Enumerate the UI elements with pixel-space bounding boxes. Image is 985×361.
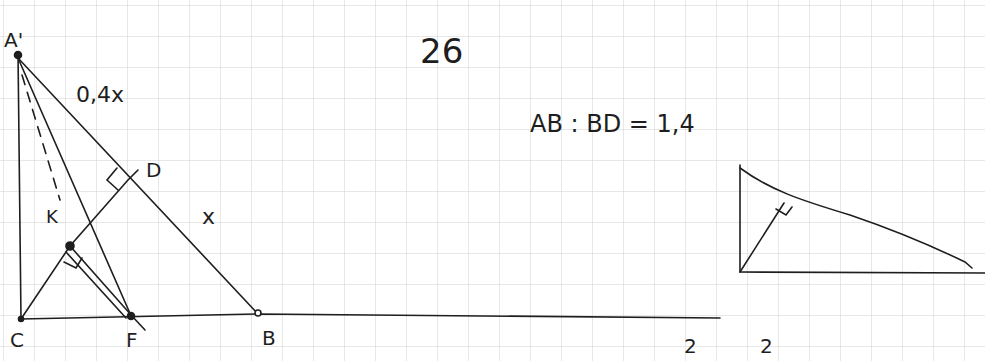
triangle-lines (15, 52, 721, 331)
right-angle-d (107, 168, 118, 190)
altitude-cd (21, 170, 138, 319)
segment-kf-double (66, 252, 126, 318)
legs (740, 165, 985, 273)
dashed-line (22, 75, 60, 200)
point-label: 2 (684, 336, 697, 356)
side-ab (18, 58, 258, 314)
point-label: 0,4x (76, 84, 124, 106)
point-label: 2 (760, 336, 773, 356)
segment-af (18, 58, 132, 318)
right-angle-k (64, 258, 82, 268)
point-label: D (146, 160, 161, 180)
point-label: AB : BD = 1,4 (530, 112, 695, 136)
point-label: F (126, 330, 138, 350)
point-label: C (10, 330, 24, 350)
side-ac (18, 52, 21, 319)
right-angle (776, 207, 792, 215)
altitude (740, 203, 784, 272)
point-label: 26 (420, 34, 463, 68)
point-label: A' (4, 30, 23, 50)
point-label: K (46, 208, 58, 226)
point-label: B (262, 328, 276, 348)
point-label: x (202, 206, 215, 228)
small-triangle (740, 165, 985, 273)
